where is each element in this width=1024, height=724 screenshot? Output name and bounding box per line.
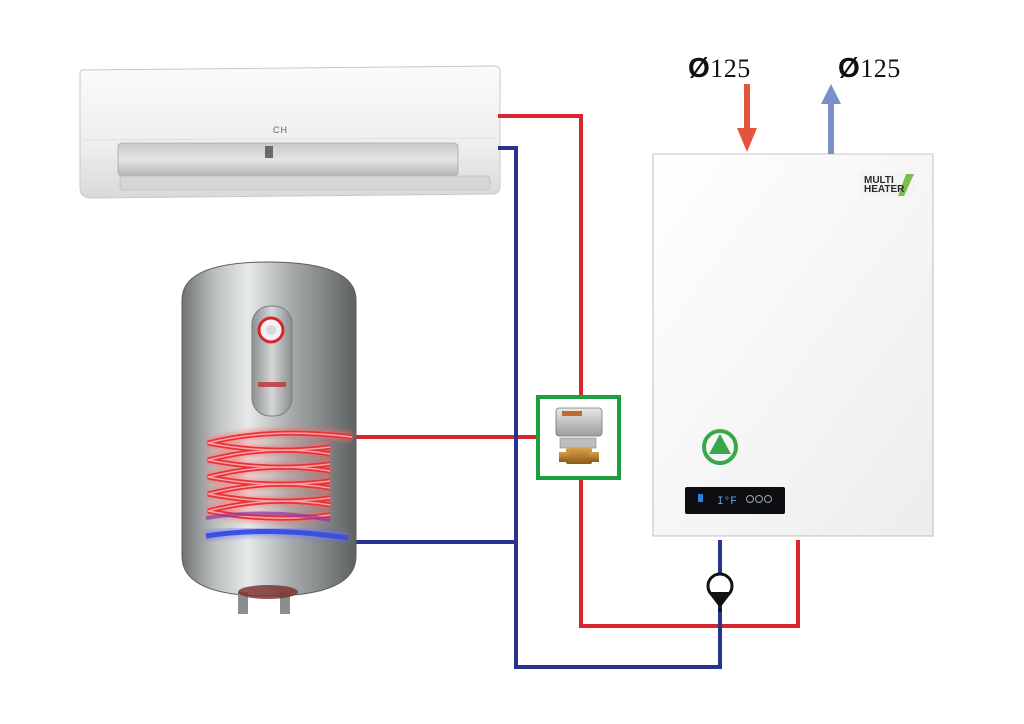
- flue-outlet-diameter-label: Ø125: [838, 52, 901, 84]
- flue-inlet-value: 125: [710, 54, 751, 83]
- boiler-unit: I°F: [652, 153, 934, 537]
- ac-brand-label: CH: [273, 125, 288, 135]
- diameter-symbol: Ø: [688, 52, 711, 83]
- three-way-valve-icon: [555, 407, 603, 464]
- boiler-control-display: I°F: [685, 487, 785, 514]
- boiler-brand-line1: MULTI: [864, 175, 894, 186]
- ac-display-icon: [265, 146, 273, 158]
- heating-coil: [205, 428, 353, 543]
- flue-inlet-diameter-label: Ø125: [688, 52, 751, 84]
- check-valve-icon: [706, 572, 734, 612]
- flue-outlet-value: 125: [860, 54, 901, 83]
- hot-pipe-ac-boiler: [498, 114, 800, 628]
- flue-arrows: [737, 84, 841, 154]
- boiler-brand-label: MULTI HEATER: [864, 175, 916, 195]
- diameter-symbol: Ø: [838, 52, 861, 83]
- boiler-brand-line2: HEATER: [864, 184, 905, 195]
- air-conditioner-unit: [79, 65, 501, 199]
- piping: [354, 114, 800, 669]
- svg-text:I°F: I°F: [717, 496, 737, 508]
- flue-inlet-arrow-icon: [737, 84, 757, 152]
- three-way-valve: [536, 395, 621, 480]
- water-heater-tank: [181, 261, 357, 614]
- flue-outlet-arrow-icon: [821, 84, 841, 154]
- circulation-pump-icon: [702, 429, 738, 465]
- cold-pipe-ac-boiler: [498, 146, 722, 669]
